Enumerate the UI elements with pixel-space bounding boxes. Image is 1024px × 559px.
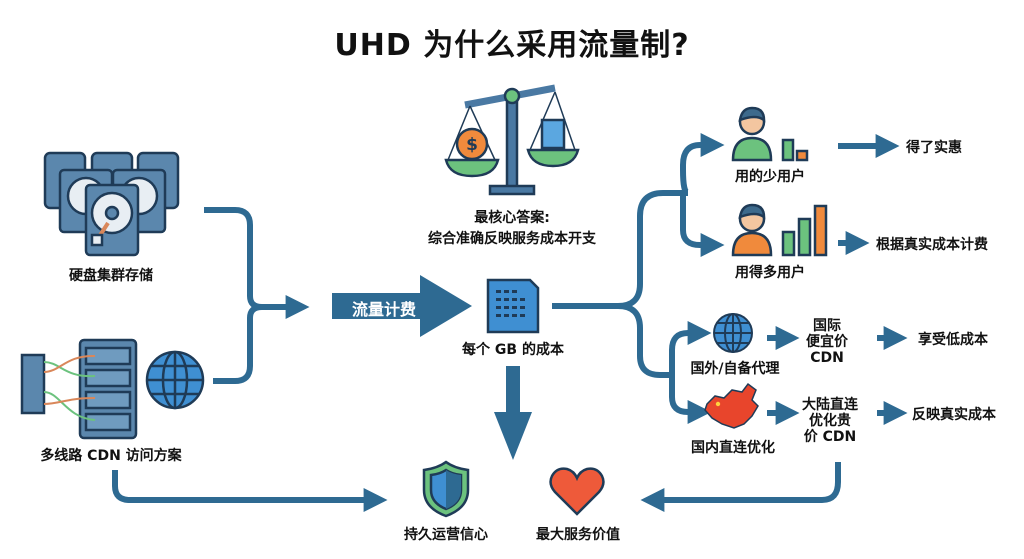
heavy-user-icon <box>731 203 828 257</box>
hard-disk-cluster-icon <box>43 151 180 257</box>
overseas-label: 国外/自备代理 <box>690 361 780 377</box>
heavy-user-result: 根据真实成本计费 <box>876 237 988 253</box>
light-user-icon <box>731 106 809 162</box>
overseas-cdn-line3: CDN <box>810 350 844 366</box>
light-user-result: 得了实惠 <box>906 140 962 156</box>
overseas-cdn-line2: 便宜价 <box>806 334 848 350</box>
domestic-cdn-line1: 大陆直连 <box>802 397 858 413</box>
core-answer-text: 综合准确反映服务成本开支 <box>428 231 596 247</box>
balance-scale-icon: $ <box>444 84 580 196</box>
heavy-user-label: 用得多用户 <box>735 265 805 281</box>
arrow-down-center <box>494 366 532 460</box>
china-map-icon <box>704 382 759 429</box>
shield-icon <box>422 460 470 518</box>
core-answer-title: 最核心答案: <box>474 210 550 226</box>
heart-icon <box>549 467 605 516</box>
svg-text:$: $ <box>466 135 478 155</box>
connector-right-tree <box>552 133 725 424</box>
flow-billing-arrow <box>332 275 472 337</box>
flow-billing-label: 流量计费 <box>352 300 417 319</box>
confidence-label: 持久运营信心 <box>404 527 488 543</box>
overseas-cdn-label: 国际 便宜价 CDN <box>806 318 848 366</box>
connector-bottom-right <box>640 462 841 512</box>
connector-bottom-left <box>112 470 388 512</box>
domestic-label: 国内直连优化 <box>691 440 775 456</box>
cost-per-gb-label: 每个 GB 的成本 <box>462 342 564 358</box>
globe-icon-overseas <box>713 313 753 353</box>
connector-left-merge <box>204 207 310 384</box>
spreadsheet-document-icon <box>486 278 540 334</box>
value-label: 最大服务价值 <box>536 527 620 543</box>
domestic-cdn-line3: 价 CDN <box>803 429 857 445</box>
globe-icon-left <box>145 350 205 410</box>
light-user-label: 用的少用户 <box>735 169 805 185</box>
domestic-cdn-label: 大陆直连 优化贵 价 CDN <box>802 397 858 445</box>
storage-label: 硬盘集群存储 <box>69 268 153 284</box>
domestic-cdn-line2: 优化贵 <box>809 413 851 429</box>
overseas-result: 享受低成本 <box>918 332 988 348</box>
domestic-result: 反映真实成本 <box>912 407 996 423</box>
page-title: UHD 为什么采用流量制? <box>334 28 690 63</box>
overseas-cdn-line1: 国际 <box>813 318 841 334</box>
multiline-server-icon <box>20 338 138 440</box>
cdn-label: 多线路 CDN 访问方案 <box>40 448 182 464</box>
